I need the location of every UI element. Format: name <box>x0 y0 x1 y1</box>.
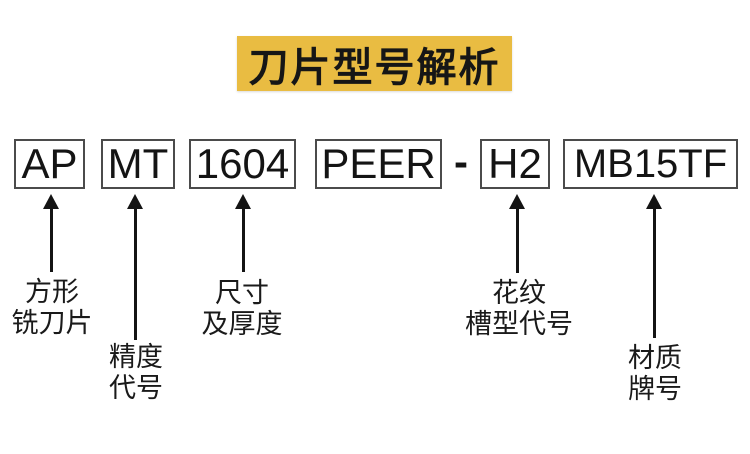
meaning-line: 花纹 <box>492 278 546 308</box>
code-box-1604: 1604 <box>189 139 296 189</box>
up-arrow-icon-h2 <box>509 194 525 273</box>
arrow-stem <box>241 209 245 272</box>
meaning-label-mb15tf: 材质 牌号 <box>628 343 682 405</box>
code-text-ap: AP <box>21 140 78 187</box>
meaning-line: 铣刀片 <box>11 308 93 338</box>
code-text-mb15tf: MB15TF <box>573 141 728 186</box>
meaning-line: 精度 <box>109 342 163 372</box>
arrowhead <box>235 194 251 209</box>
code-text-h2: H2 <box>488 140 542 187</box>
meaning-label-ap: 方形 铣刀片 <box>12 277 93 339</box>
arrow-stem <box>515 209 519 273</box>
meaning-label-1604: 尺寸 及厚度 <box>202 278 283 340</box>
code-box-peer: PEER <box>315 139 442 189</box>
code-box-h2: H2 <box>480 139 550 189</box>
meaning-line: 牌号 <box>628 374 682 404</box>
code-text-peer: PEER <box>321 140 436 187</box>
meaning-line: 及厚度 <box>201 309 283 339</box>
up-arrow-icon-mb15tf <box>646 194 662 338</box>
meaning-line: 材质 <box>628 343 682 373</box>
page-title: 刀片型号解析 <box>237 36 512 91</box>
arrow-stem <box>49 209 53 272</box>
up-arrow-icon-mt <box>127 194 143 340</box>
meaning-line: 槽型代号 <box>465 309 573 339</box>
code-box-mb15tf: MB15TF <box>563 139 738 189</box>
code-text-1604: 1604 <box>195 140 290 187</box>
meaning-line: 尺寸 <box>215 278 269 308</box>
arrow-stem <box>652 209 656 338</box>
code-separator-dash: - <box>454 138 468 185</box>
up-arrow-icon-1604 <box>235 194 251 272</box>
meaning-line: 代号 <box>109 373 163 403</box>
code-box-ap: AP <box>14 139 85 189</box>
up-arrow-icon-ap <box>43 194 59 272</box>
code-box-mt: MT <box>101 139 175 189</box>
code-text-mt: MT <box>107 140 169 187</box>
meaning-line: 方形 <box>25 277 79 307</box>
meaning-label-h2: 花纹 槽型代号 <box>465 278 573 340</box>
arrowhead <box>509 194 525 209</box>
arrow-stem <box>133 209 137 340</box>
arrowhead <box>43 194 59 209</box>
meaning-label-mt: 精度 代号 <box>109 342 163 404</box>
arrowhead <box>127 194 143 209</box>
arrowhead <box>646 194 662 209</box>
